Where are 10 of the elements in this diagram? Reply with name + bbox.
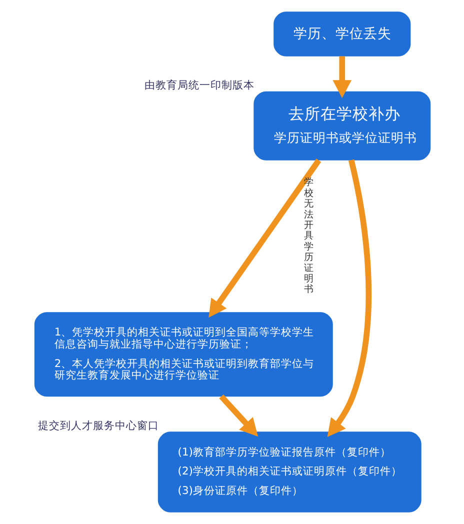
arrow [332, 56, 352, 98]
arrow [218, 394, 258, 437]
node-label: 由教育局统一印制版本 [144, 78, 254, 92]
node-label: 提交到人才服务中心窗口 [37, 419, 158, 432]
node-box: 去所在学校补办 学历证明书或学位证明书 [253, 91, 430, 160]
arrow [326, 159, 372, 437]
node-box: 1、凭学校开具的相关证书或证明到全国高等学校学生信息咨询与就业指导中心进行学历验证； 2、本人凭学校开具的相关证书或证明到教育部学位与研究生教育发展中心进行学位验证 [34, 312, 332, 397]
node-box: 学历、学位丢失 [273, 12, 410, 56]
node-box: (1)教育部学历学位验证报告原件（复印件） (2)学校开具的相关证书或证明原件（复印件） (3)身份证原件（复印件） [157, 432, 421, 512]
arrow [208, 158, 321, 318]
